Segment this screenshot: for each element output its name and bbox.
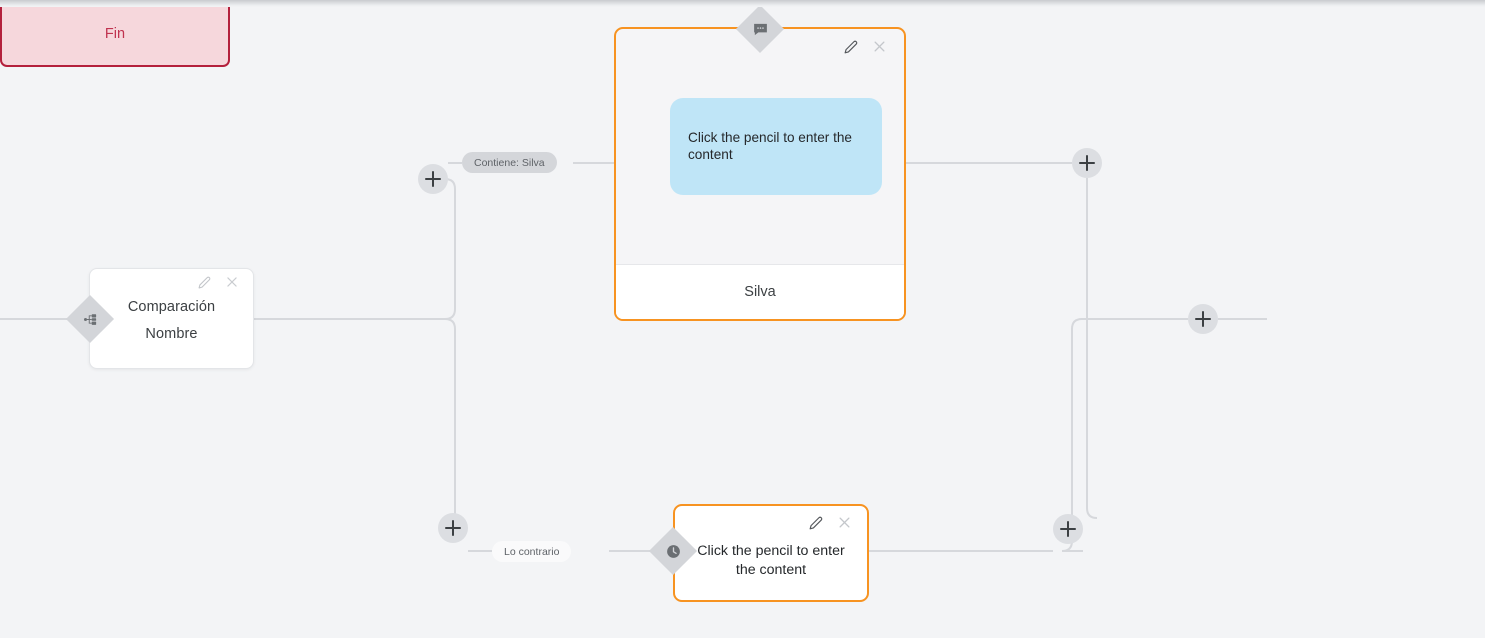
wire-true-up: [433, 178, 456, 309]
add-node-after-wait[interactable]: [1053, 514, 1083, 544]
node-message-footer: Silva: [616, 264, 904, 319]
node-end[interactable]: Fin: [0, 0, 230, 67]
wire-compare-to-false-a: [254, 318, 456, 330]
node-wait-text: Click the pencil to enter the content: [697, 543, 845, 578]
chat-bubble-icon[interactable]: [735, 4, 785, 54]
wire-false-down: [454, 329, 466, 529]
add-node-before-end[interactable]: [1188, 304, 1218, 334]
node-comparison-title: Comparación: [127, 299, 216, 315]
close-icon[interactable]: [225, 275, 239, 289]
node-comparison-toolbar: [198, 275, 239, 289]
message-bubble[interactable]: Click the pencil to enter the content: [670, 98, 882, 195]
edge-label-false[interactable]: Lo contrario: [492, 541, 572, 562]
node-wait[interactable]: Click the pencil to enter the content: [673, 504, 869, 602]
top-toolbar-strip: [0, 0, 1485, 7]
add-node-false-branch[interactable]: [438, 513, 468, 543]
node-message[interactable]: Click the pencil to enter the content Si…: [614, 27, 906, 321]
add-node-after-message[interactable]: [1072, 148, 1102, 178]
node-end-label: Fin: [104, 25, 126, 42]
pencil-icon[interactable]: [809, 516, 823, 530]
add-node-true-branch[interactable]: [418, 164, 448, 194]
pencil-icon[interactable]: [844, 40, 858, 54]
node-comparison-subtitle: Nombre: [145, 326, 198, 342]
close-icon[interactable]: [872, 39, 887, 54]
edge-label-true[interactable]: Contiene: Silva: [462, 152, 557, 173]
node-wait-toolbar: [809, 515, 852, 530]
pencil-icon[interactable]: [198, 276, 211, 289]
wire-false-merge-up: [1061, 318, 1188, 552]
close-icon[interactable]: [837, 515, 852, 530]
clock-icon[interactable]: [648, 526, 698, 576]
node-comparison[interactable]: Comparación Nombre: [89, 268, 254, 369]
wire-compare-to-true: [254, 308, 456, 320]
node-message-body: Click the pencil to enter the content: [616, 29, 904, 264]
wire-true-merge-down: [1086, 178, 1098, 519]
branch-icon[interactable]: [65, 294, 115, 344]
node-message-toolbar: [844, 39, 887, 54]
